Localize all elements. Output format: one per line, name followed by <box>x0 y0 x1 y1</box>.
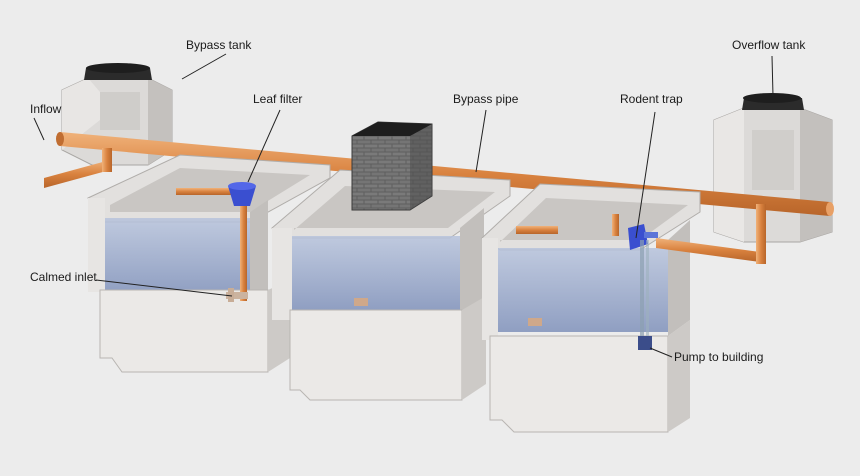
label-inflow: Inflow <box>30 102 62 116</box>
leader-lines <box>33 53 774 358</box>
pump <box>638 336 652 350</box>
leaf-filter <box>228 186 256 206</box>
water-middle <box>292 236 460 310</box>
access-riser <box>351 121 433 211</box>
water-right <box>498 248 670 332</box>
tank-right <box>481 183 766 433</box>
label-bypass-tank: Bypass tank <box>186 38 252 52</box>
label-bypass-pipe: Bypass pipe <box>453 92 519 106</box>
overflow-tank <box>713 93 833 243</box>
tank-middle <box>271 121 511 401</box>
pump-line <box>640 240 644 340</box>
inflow-pipe <box>44 148 112 188</box>
label-rodent-trap: Rodent trap <box>620 92 683 106</box>
calmed-inlet-fitting <box>228 288 234 302</box>
label-overflow-tank: Overflow tank <box>732 38 806 52</box>
label-calmed-inlet: Calmed inlet <box>30 270 97 284</box>
access-riser-lid <box>352 122 432 136</box>
leaf-filter-downpipe <box>240 205 247 301</box>
label-pump-to-building: Pump to building <box>674 350 764 364</box>
label-leaf-filter: Leaf filter <box>253 92 303 106</box>
